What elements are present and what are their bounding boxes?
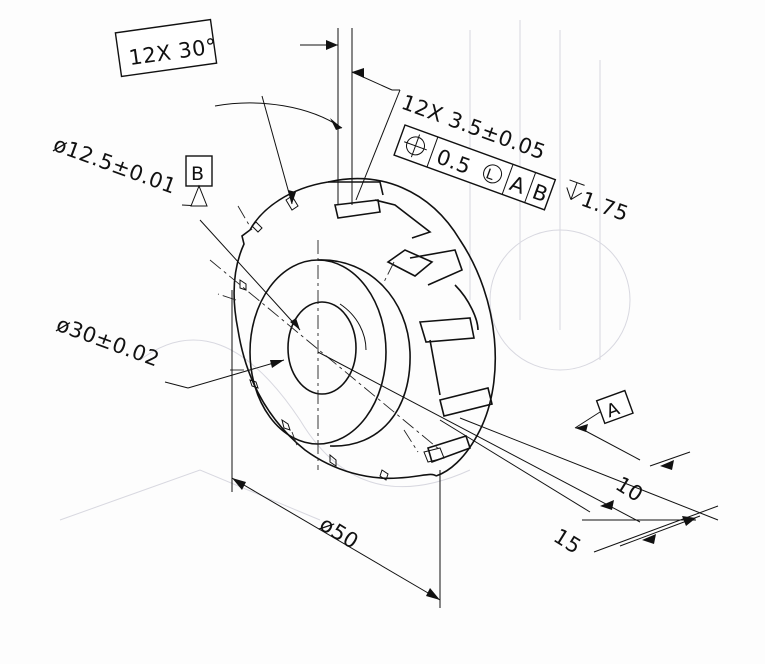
bore-diameter-label: ø30±0.02 (53, 312, 163, 371)
datum-b-tag: B (185, 155, 213, 207)
dim-10-label: 10 (611, 472, 647, 507)
depth-symbol-icon (566, 179, 585, 200)
hole-diameter-label: ø12.5±0.01 (50, 132, 179, 199)
outer-diameter-label: ø50 (315, 512, 363, 554)
angle-callout: 12X 30° (114, 18, 218, 78)
slot-depth-callout: 1.75 (566, 179, 632, 226)
gear-body (233, 177, 497, 481)
datum-b-letter: B (191, 163, 205, 185)
center-lines (209, 205, 641, 523)
feature-control-frame: 0.5 L A B (393, 124, 557, 211)
lmc-modifier-icon (483, 164, 503, 184)
position-icon (404, 134, 427, 158)
datum-a-tag: A (595, 389, 634, 425)
slot-depth-value: 1.75 (578, 187, 632, 226)
dimension-lines (164, 28, 719, 608)
dim-15-label: 15 (549, 524, 585, 559)
